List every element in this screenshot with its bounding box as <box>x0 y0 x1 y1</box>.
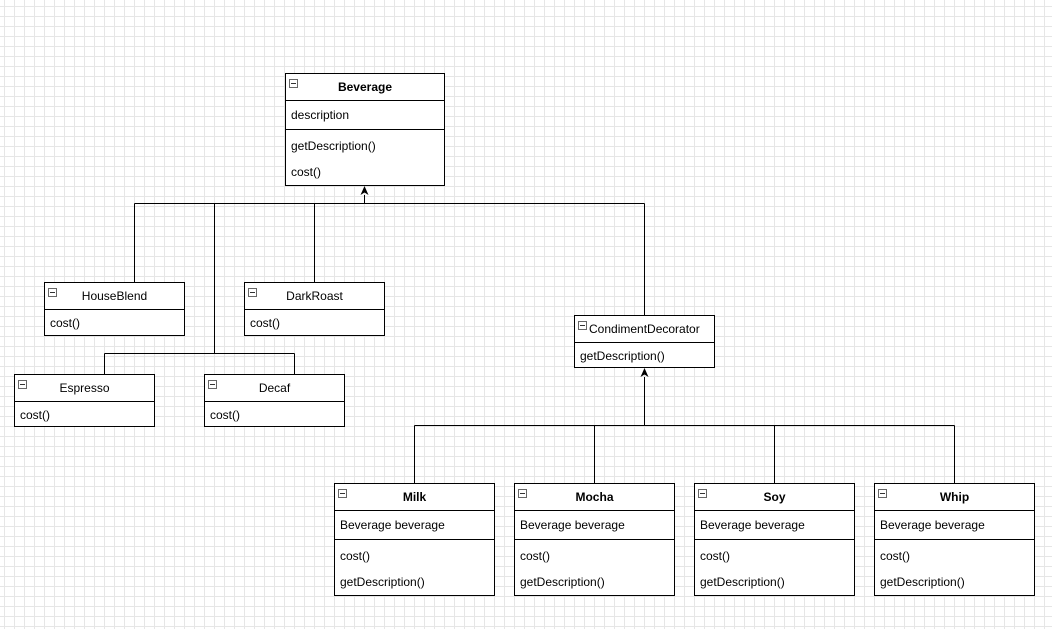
method: cost() <box>700 549 730 563</box>
method: getDescription() <box>520 575 605 589</box>
collapse-icon[interactable] <box>338 489 347 498</box>
attributes-section: description <box>286 100 444 129</box>
class-name: Espresso <box>59 381 110 395</box>
class-soy[interactable]: Soy Beverage beverage cost() getDescript… <box>694 483 855 596</box>
class-name: HouseBlend <box>81 289 148 303</box>
class-header: Espresso <box>15 375 154 401</box>
method: cost() <box>291 165 321 179</box>
class-darkroast[interactable]: DarkRoast cost() <box>244 282 385 336</box>
class-espresso[interactable]: Espresso cost() <box>14 374 155 427</box>
class-name: Whip <box>939 490 970 504</box>
attribute: Beverage beverage <box>880 518 985 532</box>
method: cost() <box>250 316 280 330</box>
collapse-icon[interactable] <box>578 321 587 330</box>
methods-section: cost() <box>15 401 154 428</box>
class-beverage[interactable]: Beverage description getDescription() co… <box>285 73 445 186</box>
attribute: description <box>291 108 350 122</box>
collapse-icon[interactable] <box>518 489 527 498</box>
arrowhead-condimentdecorator <box>640 368 649 377</box>
methods-section: cost() getDescription() <box>515 539 674 595</box>
collapse-icon[interactable] <box>18 380 27 389</box>
attribute: Beverage beverage <box>700 518 805 532</box>
class-name: Soy <box>763 490 786 504</box>
class-header: Soy <box>695 484 854 510</box>
attributes-section: Beverage beverage <box>335 510 494 539</box>
class-houseblend[interactable]: HouseBlend cost() <box>44 282 185 336</box>
class-decaf[interactable]: Decaf cost() <box>204 374 345 427</box>
class-milk[interactable]: Milk Beverage beverage cost() getDescrip… <box>334 483 495 596</box>
collapse-icon[interactable] <box>289 79 298 88</box>
method: cost() <box>340 549 370 563</box>
class-condimentdecorator[interactable]: CondimentDecorator getDescription() <box>574 315 715 368</box>
class-header: HouseBlend <box>45 283 184 309</box>
method: getDescription() <box>340 575 425 589</box>
method: getDescription() <box>880 575 965 589</box>
class-header: DarkRoast <box>245 283 384 309</box>
collapse-icon[interactable] <box>698 489 707 498</box>
methods-section: cost() getDescription() <box>875 539 1034 595</box>
collapse-icon[interactable] <box>208 380 217 389</box>
class-name: Decaf <box>258 381 291 395</box>
class-header: Whip <box>875 484 1034 510</box>
methods-section: cost() getDescription() <box>695 539 854 595</box>
collapse-icon[interactable] <box>48 288 57 297</box>
method: cost() <box>50 316 80 330</box>
methods-section: cost() getDescription() <box>335 539 494 595</box>
attributes-section: Beverage beverage <box>695 510 854 539</box>
class-header: Beverage <box>286 74 444 100</box>
attributes-section: Beverage beverage <box>875 510 1034 539</box>
class-header: Decaf <box>205 375 344 401</box>
attribute: Beverage beverage <box>340 518 445 532</box>
method: getDescription() <box>291 139 376 153</box>
method: cost() <box>880 549 910 563</box>
class-header: Milk <box>335 484 494 510</box>
methods-section: cost() <box>205 401 344 428</box>
class-name: CondimentDecorator <box>589 322 700 336</box>
methods-section: cost() <box>45 309 184 336</box>
class-name: Mocha <box>575 490 614 504</box>
methods-section: getDescription() cost() <box>286 129 444 185</box>
method: cost() <box>20 408 50 422</box>
attribute: Beverage beverage <box>520 518 625 532</box>
attributes-section: Beverage beverage <box>515 510 674 539</box>
method: getDescription() <box>700 575 785 589</box>
collapse-icon[interactable] <box>878 489 887 498</box>
methods-section: cost() <box>245 309 384 336</box>
method: cost() <box>210 408 240 422</box>
class-name: DarkRoast <box>286 289 343 303</box>
collapse-icon[interactable] <box>248 288 257 297</box>
methods-section: getDescription() <box>575 342 714 369</box>
class-name: Beverage <box>337 80 393 94</box>
class-header: Mocha <box>515 484 674 510</box>
class-name: Milk <box>402 490 427 504</box>
class-whip[interactable]: Whip Beverage beverage cost() getDescrip… <box>874 483 1035 596</box>
method: cost() <box>520 549 550 563</box>
class-header: CondimentDecorator <box>575 316 714 342</box>
class-mocha[interactable]: Mocha Beverage beverage cost() getDescri… <box>514 483 675 596</box>
arrowhead-beverage <box>360 186 369 195</box>
method: getDescription() <box>580 349 665 363</box>
